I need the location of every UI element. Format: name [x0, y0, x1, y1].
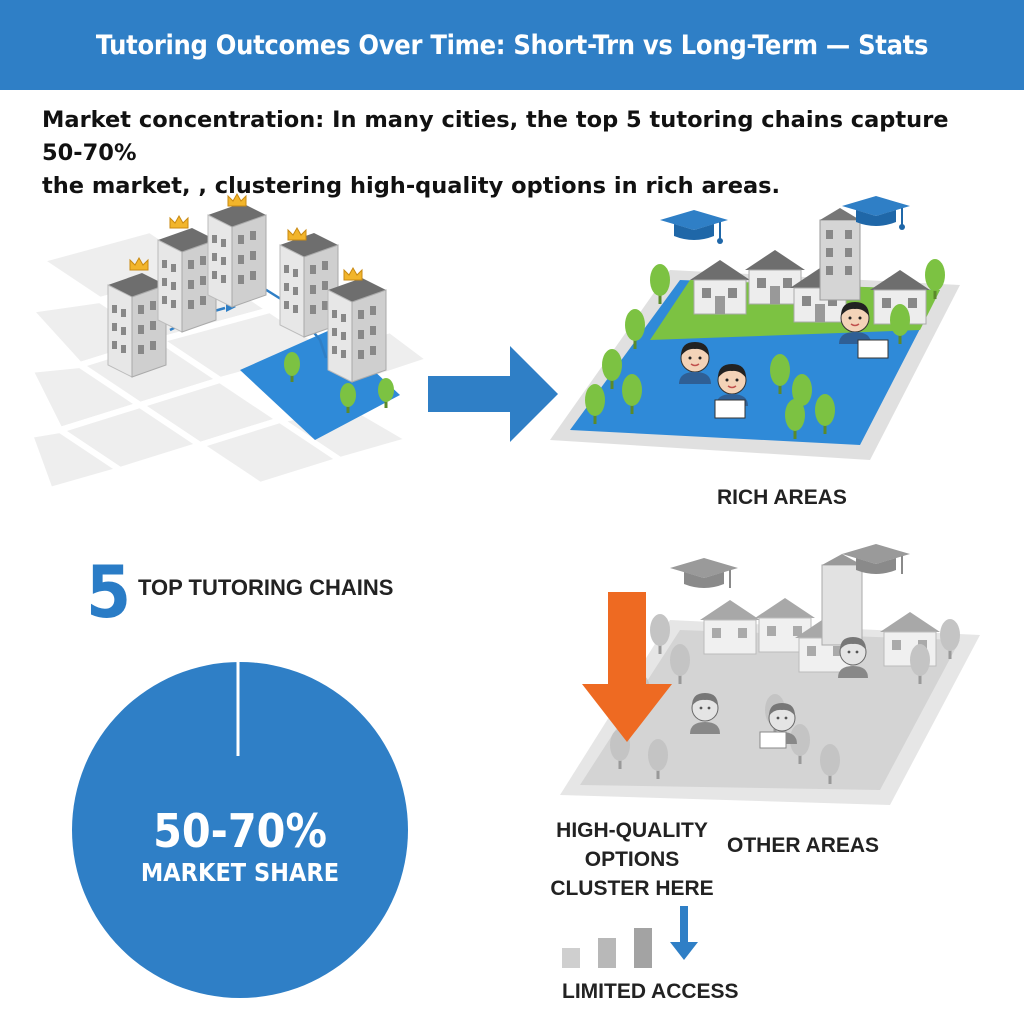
graduation-cap-icon — [659, 209, 729, 245]
top-chains-number: 5 — [86, 550, 132, 634]
header-bar: Tutoring Outcomes Over Time: Short-Trn v… — [0, 0, 1024, 90]
intro-line-1: Market concentration: In many cities, th… — [42, 107, 949, 166]
other-areas-illustration — [560, 543, 980, 805]
tutor-icon — [678, 341, 712, 385]
limited-access-bars — [562, 906, 698, 968]
crown-icon — [227, 193, 247, 207]
market-share-value: 50-70% — [153, 804, 327, 858]
intro-line-2: the market, , clustering high-quality op… — [42, 173, 781, 199]
top-chains-label: TOP TUTORING CHAINS — [138, 575, 394, 600]
tutor-icon — [837, 636, 869, 679]
city-map-illustration — [30, 193, 430, 494]
intro-text: Market concentration: In many cities, th… — [42, 104, 982, 203]
market-share-label: MARKET SHARE — [140, 858, 340, 887]
tutor-icon — [838, 301, 872, 345]
cluster-line-3: CLUSTER HERE — [550, 877, 714, 900]
limited-access-label: LIMITED ACCESS — [562, 980, 739, 1003]
crown-icon — [287, 227, 307, 241]
crown-icon — [169, 215, 189, 229]
market-share-text: 50-70% MARKET SHARE — [70, 805, 410, 889]
rich-areas-illustration — [550, 195, 960, 460]
down-arrow-icon — [670, 906, 698, 960]
cluster-label: HIGH-QUALITY OPTIONS CLUSTER HERE — [548, 816, 716, 903]
crown-icon — [343, 267, 363, 281]
cluster-line-1: HIGH-QUALITY — [556, 819, 708, 842]
cluster-line-2: OPTIONS — [584, 848, 680, 871]
tutor-icon — [689, 692, 721, 735]
other-areas-label: OTHER AREAS — [727, 834, 880, 857]
right-arrow-icon — [428, 346, 558, 442]
down-arrow-icon — [582, 592, 672, 742]
page-title: Tutoring Outcomes Over Time: Short-Trn v… — [95, 29, 929, 61]
graduation-cap-icon — [669, 557, 739, 589]
rich-areas-label: RICH AREAS — [717, 486, 847, 509]
market-share-circle — [72, 662, 408, 998]
